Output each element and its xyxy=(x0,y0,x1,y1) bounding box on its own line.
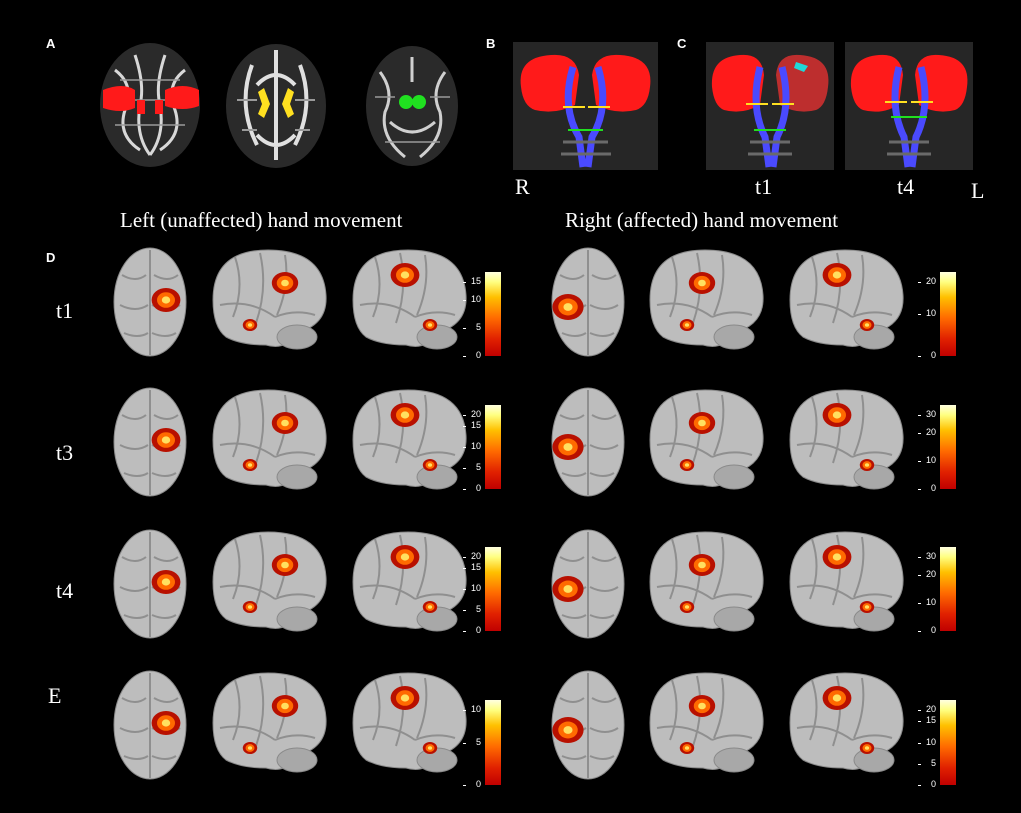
colorbar-gradient xyxy=(485,405,501,489)
colorbar-tick-label: 10 xyxy=(463,583,481,593)
colorbar-tick-label: 0 xyxy=(918,779,936,789)
coronal-scan-baseline xyxy=(513,42,658,170)
brain-left-t1-view-2 xyxy=(212,249,327,350)
colorbar-tick-label: 20 xyxy=(918,427,936,437)
brain-right-E-view-1 xyxy=(551,670,625,780)
colorbar-tick-label: 10 xyxy=(918,737,936,747)
coronal-label-t4: t4 xyxy=(897,174,915,199)
colorbar-tick-label: 15 xyxy=(463,562,481,572)
colorbar-tick-label: 10 xyxy=(918,597,936,607)
colorbar-tick-label: 5 xyxy=(463,604,481,614)
tractography-t4 xyxy=(850,54,968,168)
colorbar-tick-label: 15 xyxy=(463,276,481,286)
colorbar-tick-label: 5 xyxy=(463,737,481,747)
brain-right-E-view-2 xyxy=(649,672,764,773)
brain-left-t4-view-3 xyxy=(352,531,467,632)
brain-right-t1-view-1 xyxy=(551,247,625,357)
colorbar-gradient xyxy=(485,547,501,631)
tractography-baseline xyxy=(520,54,651,168)
colorbar-tick-label: 30 xyxy=(918,409,936,419)
colorbar-tick-label: 5 xyxy=(463,462,481,472)
coronal-label-t1: t1 xyxy=(755,174,773,199)
brain-right-t1-view-3 xyxy=(789,249,904,350)
colorbar-gradient xyxy=(940,700,956,785)
brain-right-t4-view-3 xyxy=(789,531,904,632)
colorbar-gradient xyxy=(940,272,956,356)
axial-slice-cerebral-peduncle xyxy=(366,46,458,166)
internal-capsule-roi-right xyxy=(258,88,270,118)
colorbar-tick-label: 5 xyxy=(918,758,936,768)
colorbar-tick-label: 10 xyxy=(463,704,481,714)
orientation-label-right: R xyxy=(515,174,530,199)
panel-letter-d: D xyxy=(46,250,56,265)
colorbar-gradient xyxy=(485,272,501,356)
colorbar-gradient xyxy=(940,405,956,489)
colorbar-tick-label: 20 xyxy=(463,551,481,561)
internal-capsule-roi-left xyxy=(282,88,294,118)
colorbar-tick-label: 0 xyxy=(463,350,481,360)
colorbar-tick-label: 0 xyxy=(463,625,481,635)
panel-letter-a: A xyxy=(46,36,56,51)
lesion-roi xyxy=(794,62,808,72)
axial-slice-internal-capsule xyxy=(226,44,326,168)
brain-left-t4-view-2 xyxy=(212,531,327,632)
colorbar-tick-label: 10 xyxy=(918,308,936,318)
panel-letter-e: E xyxy=(48,683,62,708)
colorbar-tick-label: 0 xyxy=(918,625,936,635)
colorbar-tick-label: 20 xyxy=(918,704,936,714)
brain-left-E-view-1 xyxy=(113,670,187,780)
brain-left-E-view-2 xyxy=(212,672,327,773)
brain-right-t1-view-2 xyxy=(649,249,764,350)
colorbar-tick-label: 30 xyxy=(918,551,936,561)
colorbar-tick-label: 0 xyxy=(918,350,936,360)
colorbar-tick-label: 20 xyxy=(463,409,481,419)
row-label-t4: t4 xyxy=(56,578,74,603)
colorbar-tick-label: 0 xyxy=(463,779,481,789)
brain-left-t3-view-1 xyxy=(113,387,187,497)
brain-right-t3-view-1 xyxy=(551,387,625,497)
brain-right-t4-view-1 xyxy=(551,529,625,639)
colorbar-tick-label: 10 xyxy=(918,455,936,465)
brain-left-t1-view-3 xyxy=(352,249,467,350)
motor-cortex-roi-right xyxy=(103,86,135,111)
brain-left-E-view-3 xyxy=(352,672,467,773)
row-label-t3: t3 xyxy=(56,440,74,465)
motor-cortex-roi-left xyxy=(165,86,199,109)
brain-right-E-view-3 xyxy=(789,672,904,773)
colorbar-tick-label: 10 xyxy=(463,294,481,304)
colorbar-tick-label: 15 xyxy=(918,715,936,725)
panel-letter-c: C xyxy=(677,36,687,51)
colorbar-gradient xyxy=(940,547,956,631)
axial-slice-motor-cortex xyxy=(100,43,200,167)
heading-right-hand: Right (affected) hand movement xyxy=(565,208,839,232)
brain-left-t3-view-3 xyxy=(352,389,467,490)
peduncle-roi-right xyxy=(399,95,413,109)
orientation-label-left: L xyxy=(971,178,985,203)
colorbar-tick-label: 0 xyxy=(463,483,481,493)
peduncle-roi-left xyxy=(412,95,426,109)
brain-right-t4-view-2 xyxy=(649,531,764,632)
coronal-scan-t1 xyxy=(706,42,834,170)
brain-right-t3-view-3 xyxy=(789,389,904,490)
coronal-scan-t4 xyxy=(845,42,973,170)
heading-left-hand: Left (unaffected) hand movement xyxy=(120,208,403,232)
colorbar-tick-label: 10 xyxy=(463,441,481,451)
row-label-t1: t1 xyxy=(56,298,74,323)
colorbar-gradient xyxy=(485,700,501,785)
tractography-t1 xyxy=(711,54,829,168)
brain-right-t3-view-2 xyxy=(649,389,764,490)
brain-left-t3-view-2 xyxy=(212,389,327,490)
panel-letter-b: B xyxy=(486,36,496,51)
colorbar-tick-label: 5 xyxy=(463,322,481,332)
colorbar-tick-label: 0 xyxy=(918,483,936,493)
brain-left-t1-view-1 xyxy=(113,247,187,357)
colorbar-tick-label: 15 xyxy=(463,420,481,430)
colorbar-tick-label: 20 xyxy=(918,276,936,286)
colorbar-tick-label: 20 xyxy=(918,569,936,579)
brain-left-t4-view-1 xyxy=(113,529,187,639)
